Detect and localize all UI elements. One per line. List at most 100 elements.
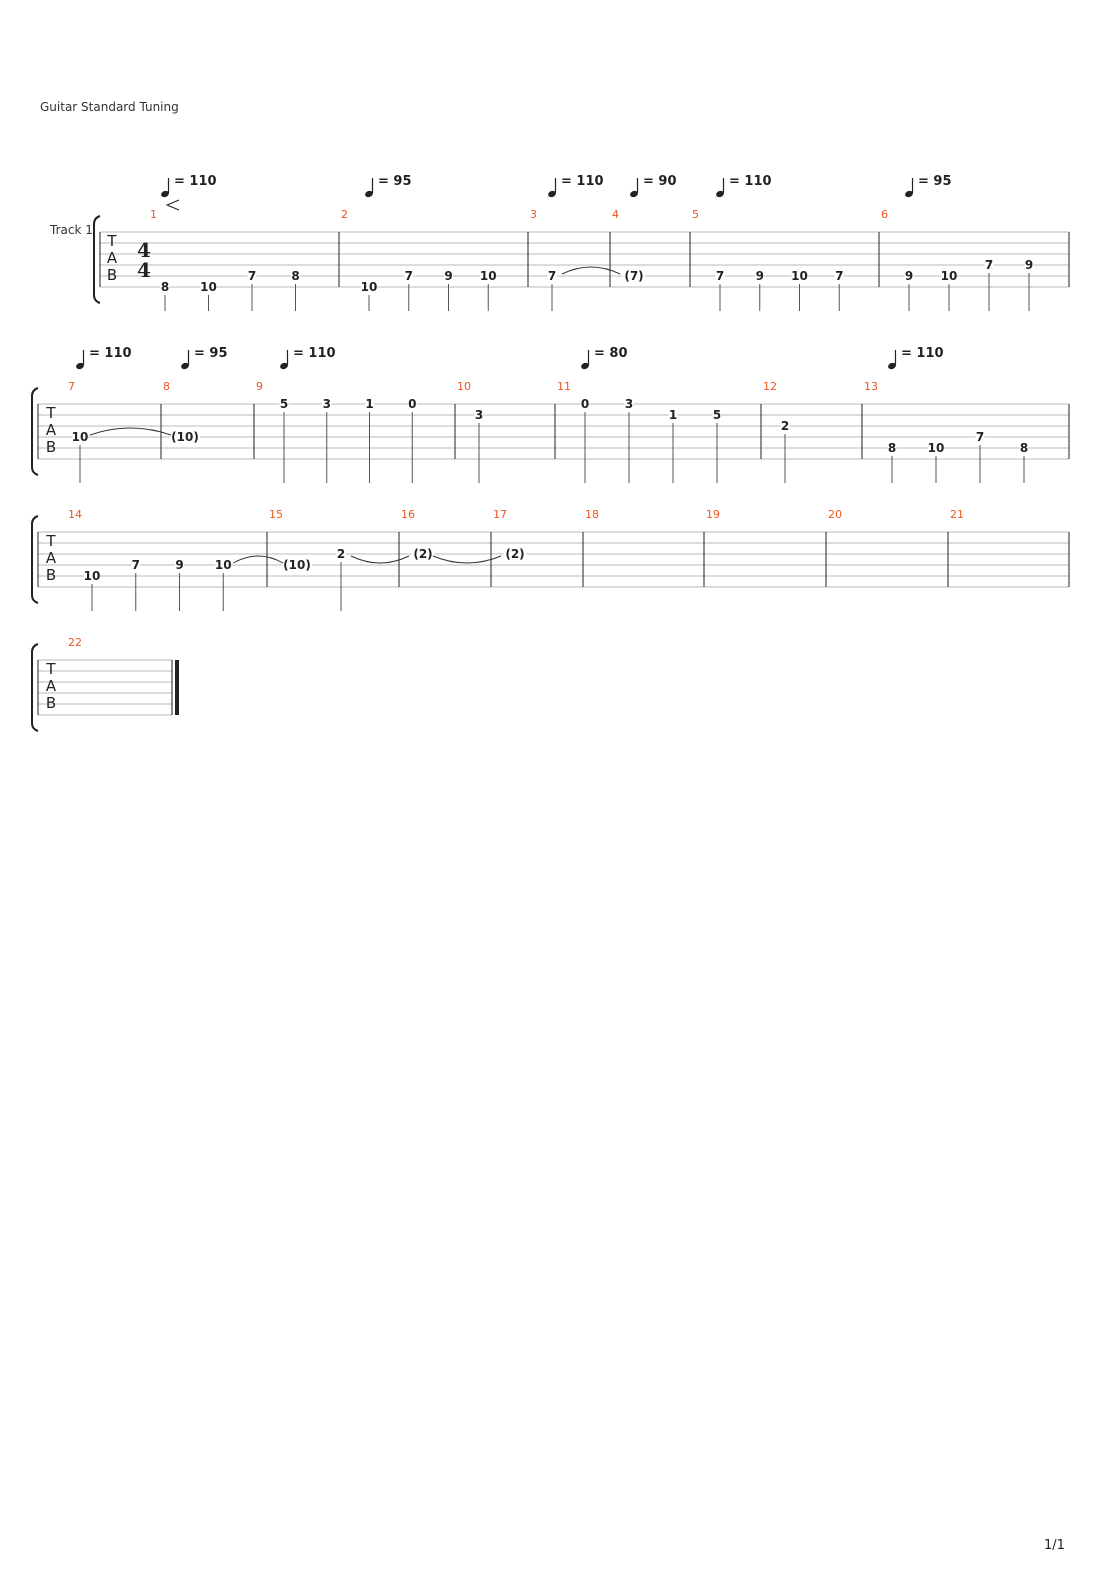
- fret-mask: [407, 398, 417, 410]
- fret-mask: [624, 398, 634, 410]
- quarter-note-icon: [280, 362, 288, 370]
- fret-mask: [984, 259, 994, 271]
- tempo-value: = 110: [89, 346, 132, 361]
- fret-mask: [547, 270, 557, 282]
- quarter-note-icon: [716, 190, 724, 198]
- fret-number: 7: [835, 269, 843, 283]
- tie-arc: [350, 555, 410, 564]
- fret-mask: [72, 431, 88, 443]
- fret-number: 10: [200, 280, 217, 294]
- fret-number: 7: [405, 269, 413, 283]
- measure-number: 5: [692, 208, 699, 221]
- fret-number: 7: [548, 269, 556, 283]
- measure-number: 2: [341, 208, 348, 221]
- time-signature-bottom: 4: [137, 258, 151, 282]
- fret-number: 7: [716, 269, 724, 283]
- fret-mask: [791, 270, 808, 282]
- tab-clef-letter: B: [46, 566, 56, 584]
- fret-number: 9: [1025, 258, 1033, 272]
- measure-number: 6: [881, 208, 888, 221]
- fret-number: 10: [215, 558, 232, 572]
- fret-mask: [503, 548, 527, 560]
- quarter-note-icon: [630, 190, 638, 198]
- fret-number: 0: [581, 397, 589, 411]
- tab-clef-letter: A: [46, 421, 57, 439]
- fret-number: 9: [444, 269, 452, 283]
- measure-number: 14: [68, 508, 82, 521]
- crescendo-hairpin-icon: [165, 199, 180, 211]
- measure-number: 12: [763, 380, 777, 393]
- track-name: Track 1: [49, 223, 93, 237]
- tab-clef-letter: A: [46, 677, 57, 695]
- tempo-value: = 95: [378, 174, 412, 189]
- quarter-note-icon: [905, 190, 913, 198]
- fret-mask: [712, 409, 722, 421]
- fret-mask: [941, 270, 957, 282]
- fret-mask: [474, 409, 484, 421]
- tie-arc: [89, 427, 172, 436]
- page-number: 1/1: [1044, 1538, 1065, 1553]
- fret-mask: [715, 270, 725, 282]
- fret-number: 10: [480, 269, 497, 283]
- tempo-value: = 110: [901, 346, 944, 361]
- fret-number: 5: [280, 397, 288, 411]
- fret-number: 9: [756, 269, 764, 283]
- tempo-value: = 110: [729, 174, 772, 189]
- fret-number: 10: [791, 269, 808, 283]
- measure-number: 11: [557, 380, 571, 393]
- measure-number: 3: [530, 208, 537, 221]
- measure-number: 13: [864, 380, 878, 393]
- measure-number: 15: [269, 508, 283, 521]
- fret-mask: [404, 270, 414, 282]
- fret-mask: [131, 559, 141, 571]
- fret-number: 8: [1020, 441, 1028, 455]
- tab-clef-letter: T: [45, 404, 56, 422]
- fret-number: 8: [291, 269, 299, 283]
- fret-number: 10: [84, 569, 101, 583]
- quarter-note-icon: [76, 362, 84, 370]
- fret-mask: [668, 409, 678, 421]
- time-signature-top: 4: [137, 238, 151, 262]
- fret-number: 7: [985, 258, 993, 272]
- fret-number: 9: [905, 269, 913, 283]
- fret-number: 2: [337, 547, 345, 561]
- fret-mask: [622, 270, 646, 282]
- quarter-note-icon: [161, 190, 169, 198]
- tab-clef-letter: A: [107, 249, 118, 267]
- fret-number: 7: [132, 558, 140, 572]
- fret-mask: [279, 398, 289, 410]
- fret-number: 7: [248, 269, 256, 283]
- measure-number: 16: [401, 508, 415, 521]
- tie-arc: [233, 555, 284, 564]
- fret-number: (10): [171, 430, 199, 444]
- tempo-value: = 110: [561, 174, 604, 189]
- fret-mask: [904, 270, 914, 282]
- tab-clef-letter: T: [45, 532, 56, 550]
- fret-number: (7): [624, 269, 643, 283]
- fret-mask: [1024, 259, 1034, 271]
- tab-clef-letter: T: [106, 232, 117, 250]
- fret-mask: [755, 270, 765, 282]
- tab-clef-letter: B: [46, 438, 56, 456]
- fret-mask: [247, 270, 257, 282]
- fret-number: (2): [505, 547, 524, 561]
- measure-number: 1: [150, 208, 157, 221]
- tie-arc: [432, 555, 502, 564]
- fret-mask: [834, 270, 844, 282]
- fret-number: 8: [888, 441, 896, 455]
- fret-mask: [365, 398, 374, 410]
- measure-number: 9: [256, 380, 263, 393]
- quarter-note-icon: [181, 362, 189, 370]
- measure-number: 22: [68, 636, 82, 649]
- quarter-note-icon: [581, 362, 589, 370]
- fret-number: 3: [625, 397, 633, 411]
- fret-mask: [291, 270, 300, 282]
- fret-number: 8: [161, 280, 169, 294]
- measure-number: 18: [585, 508, 599, 521]
- tempo-value: = 110: [174, 174, 217, 189]
- measure-number: 19: [706, 508, 720, 521]
- fret-number: (2): [413, 547, 432, 561]
- fret-mask: [887, 442, 897, 454]
- tempo-value: = 80: [594, 346, 628, 361]
- fret-number: 10: [928, 441, 945, 455]
